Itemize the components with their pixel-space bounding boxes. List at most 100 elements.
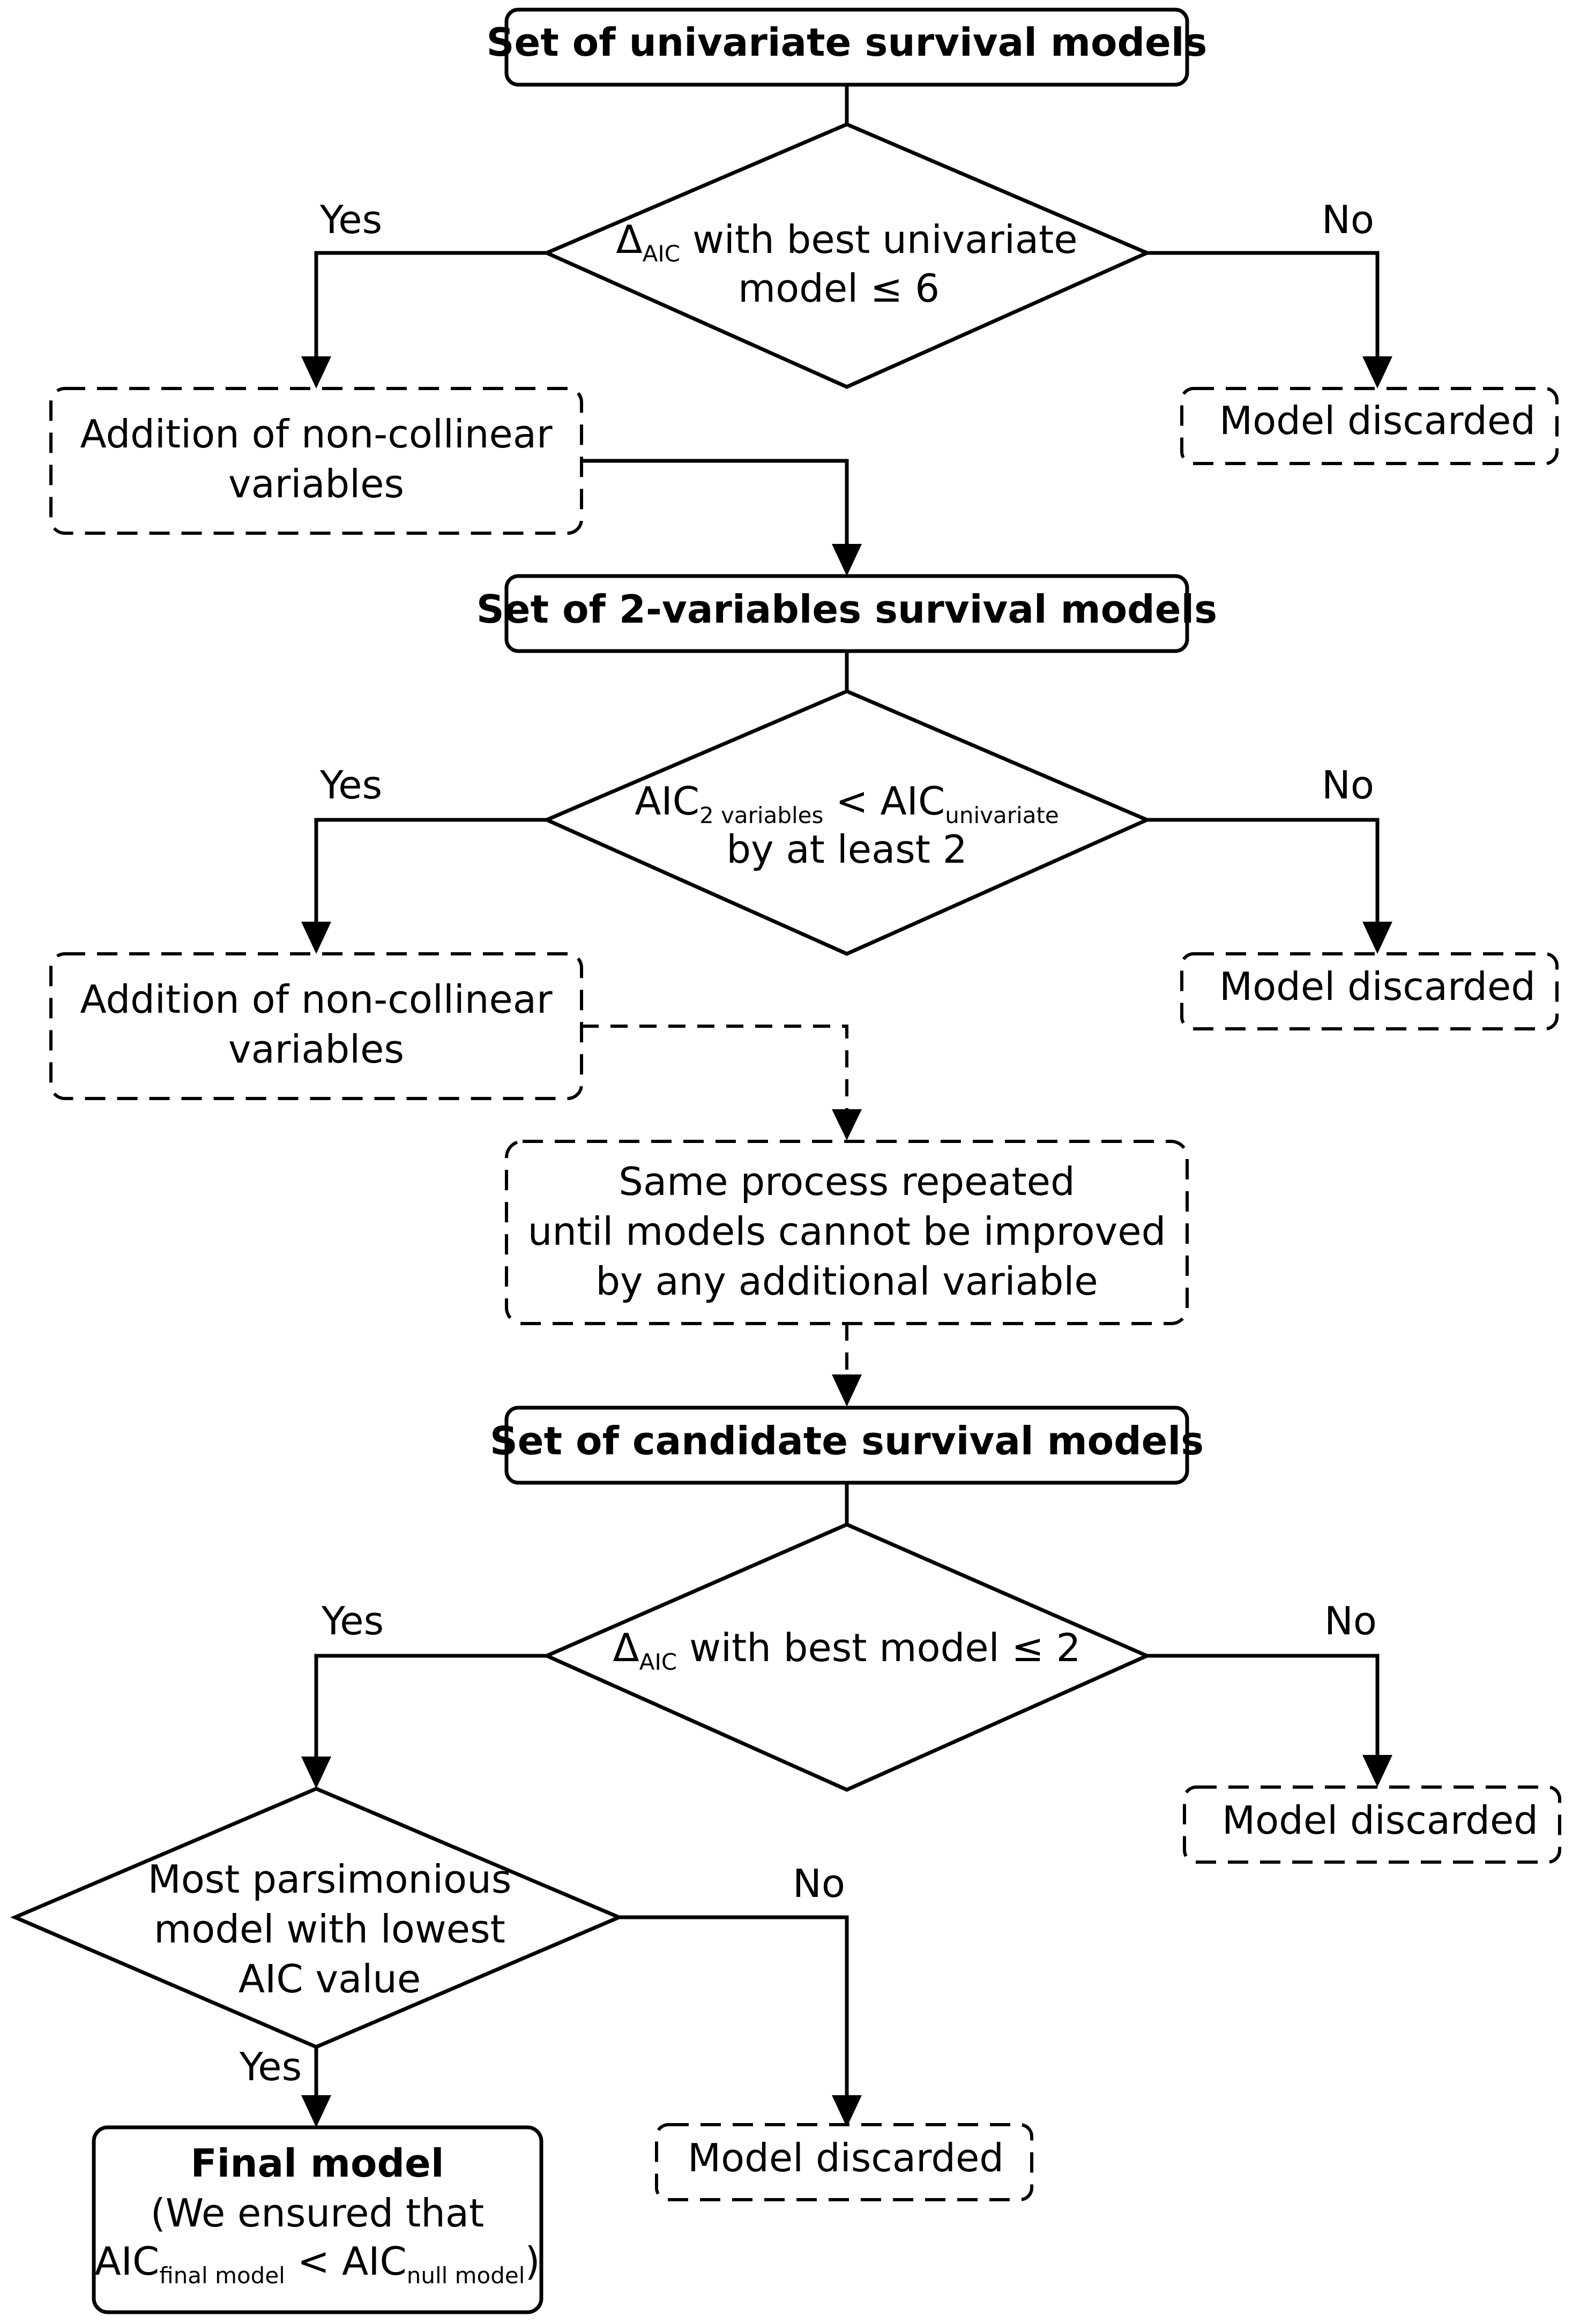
decision4-diamond — [10, 1787, 624, 2049]
arrowhead-decision3-no — [1362, 1755, 1392, 1787]
label-decision2-yes: Yes — [319, 763, 382, 808]
decision2-line1: AIC2 variables < AICunivariate — [635, 779, 1059, 828]
decision4-line2: model with lowest — [154, 1907, 505, 1952]
discard1-label: Model discarded — [1219, 398, 1536, 443]
decision4-line1: Most parsimonious — [148, 1857, 512, 1902]
edge-decision1-yes — [314, 251, 547, 359]
node-decision3: ΔAIC with best model ≤ 2 — [542, 1522, 1152, 1792]
discard2-box — [1180, 952, 1559, 1030]
node-final: Final model (We ensured that AICfinal mo… — [92, 2125, 543, 2314]
decision3-diamond — [542, 1522, 1152, 1792]
final-line3: AICfinal model < AICnull model) — [94, 2239, 540, 2289]
add1-line2: variables — [228, 461, 404, 506]
label-decision3-yes: Yes — [321, 1598, 384, 1643]
label-decision2-no: No — [1322, 763, 1374, 808]
final-aic-b: AIC — [342, 2239, 407, 2284]
arrowhead-decision1-yes — [301, 356, 331, 388]
final-sub-a: final model — [159, 2262, 285, 2289]
node-candidates: Set of candidate survival models — [490, 1406, 1204, 1485]
add2-box — [49, 952, 583, 1100]
final-close: ) — [525, 2239, 540, 2284]
final-aic-a: AIC — [94, 2239, 159, 2284]
decision3-sub: AIC — [639, 1649, 677, 1675]
decision2-aic-b: AIC — [881, 779, 945, 824]
start-box — [504, 8, 1189, 87]
add2-line2: variables — [228, 1027, 404, 1072]
candidates-label: Set of candidate survival models — [490, 1418, 1204, 1463]
final-line2: (We ensured that — [151, 2191, 484, 2236]
start-label: Set of univariate survival models — [487, 20, 1208, 65]
node-discard1: Model discarded — [1180, 387, 1559, 465]
node-add1: Addition of non-collinear variables — [49, 387, 583, 535]
decision2-sub-a: 2 variables — [699, 802, 823, 828]
node-discard2: Model discarded — [1180, 952, 1559, 1030]
label-decision1-no: No — [1322, 197, 1374, 242]
set2-box — [504, 574, 1189, 653]
node-discard4: Model discarded — [655, 2123, 1033, 2201]
connectors — [301, 85, 1392, 2127]
arrowhead-repeat-to-candidates — [832, 1374, 862, 1407]
label-decision4-no: No — [793, 1861, 845, 1906]
decision1-diamond — [542, 122, 1152, 389]
edge-labels: Yes No Yes No Yes No No Yes — [239, 197, 1377, 2089]
arrowhead-decision2-no — [1362, 922, 1392, 954]
edge-decision1-no — [1147, 251, 1380, 359]
discard3-box — [1183, 1785, 1561, 1864]
decision4-line3: AIC value — [239, 1956, 421, 2001]
decision3-line1: ΔAIC with best model ≤ 2 — [613, 1625, 1081, 1675]
edge-decision3-no — [1147, 1654, 1380, 1758]
decision2-lt: < — [823, 779, 880, 824]
add2-line1: Addition of non-collinear — [80, 977, 552, 1022]
set2-label: Set of 2-variables survival models — [476, 587, 1217, 632]
node-decision4: Most parsimonious model with lowest AIC … — [10, 1787, 624, 2049]
decision2-aic-a: AIC — [635, 779, 699, 824]
arrowhead-decision3-yes — [301, 1757, 331, 1789]
decision1-line2: model ≤ 6 — [738, 266, 940, 311]
arrowhead-decision2-yes — [301, 922, 331, 954]
decision2-sub-b: univariate — [945, 802, 1059, 828]
node-add2: Addition of non-collinear variables — [49, 952, 583, 1100]
node-repeat: Same process repeated until models canno… — [505, 1140, 1189, 1325]
decision1-sub: AIC — [643, 241, 680, 267]
edge-add1-to-set2 — [582, 459, 849, 547]
edge-decision2-no — [1147, 818, 1380, 924]
final-sub-b: null model — [407, 2262, 525, 2289]
node-decision1: ΔAIC with best univariate model ≤ 6 — [542, 122, 1152, 389]
decision3-delta: Δ — [613, 1625, 639, 1670]
repeat-line3: by any additional variable — [595, 1259, 1098, 1304]
decision1-delta: Δ — [616, 217, 642, 262]
final-lt: < — [285, 2239, 342, 2284]
node-decision2: AIC2 variables < AICunivariate by at lea… — [542, 689, 1152, 956]
add1-line1: Addition of non-collinear — [80, 412, 552, 457]
arrowhead-decision1-no — [1362, 356, 1392, 388]
repeat-line1: Same process repeated — [618, 1159, 1075, 1204]
arrowhead-decision4-yes — [301, 2095, 331, 2127]
decision2-diamond — [542, 689, 1152, 956]
decision3-rest: with best model ≤ 2 — [677, 1625, 1080, 1670]
node-set2: Set of 2-variables survival models — [476, 574, 1217, 653]
edge-add2-to-repeat — [582, 1025, 848, 1112]
label-decision4-yes: Yes — [239, 2044, 302, 2089]
discard4-label: Model discarded — [688, 2135, 1004, 2180]
discard4-box — [655, 2123, 1033, 2201]
edge-decision3-yes — [314, 1654, 547, 1759]
decision1-line1-rest: with best univariate — [680, 217, 1077, 262]
edge-decision2-yes — [314, 818, 547, 924]
discard1-box — [1180, 387, 1559, 465]
node-start: Set of univariate survival models — [487, 8, 1208, 87]
add1-box — [49, 387, 583, 535]
label-decision1-yes: Yes — [319, 197, 382, 242]
arrowhead-add1-to-set2 — [832, 544, 862, 576]
candidates-box — [504, 1406, 1189, 1485]
label-decision3-no: No — [1324, 1598, 1377, 1643]
repeat-line2: until models cannot be improved — [528, 1209, 1166, 1254]
edge-decision4-no — [619, 1915, 849, 2098]
arrowhead-add2-to-repeat — [832, 1109, 862, 1140]
arrowhead-decision4-no — [832, 2095, 862, 2127]
final-box — [92, 2125, 543, 2314]
final-title: Final model — [191, 2141, 444, 2186]
node-discard3: Model discarded — [1183, 1785, 1561, 1864]
decision2-line2: by at least 2 — [726, 827, 967, 872]
repeat-box — [505, 1140, 1189, 1325]
